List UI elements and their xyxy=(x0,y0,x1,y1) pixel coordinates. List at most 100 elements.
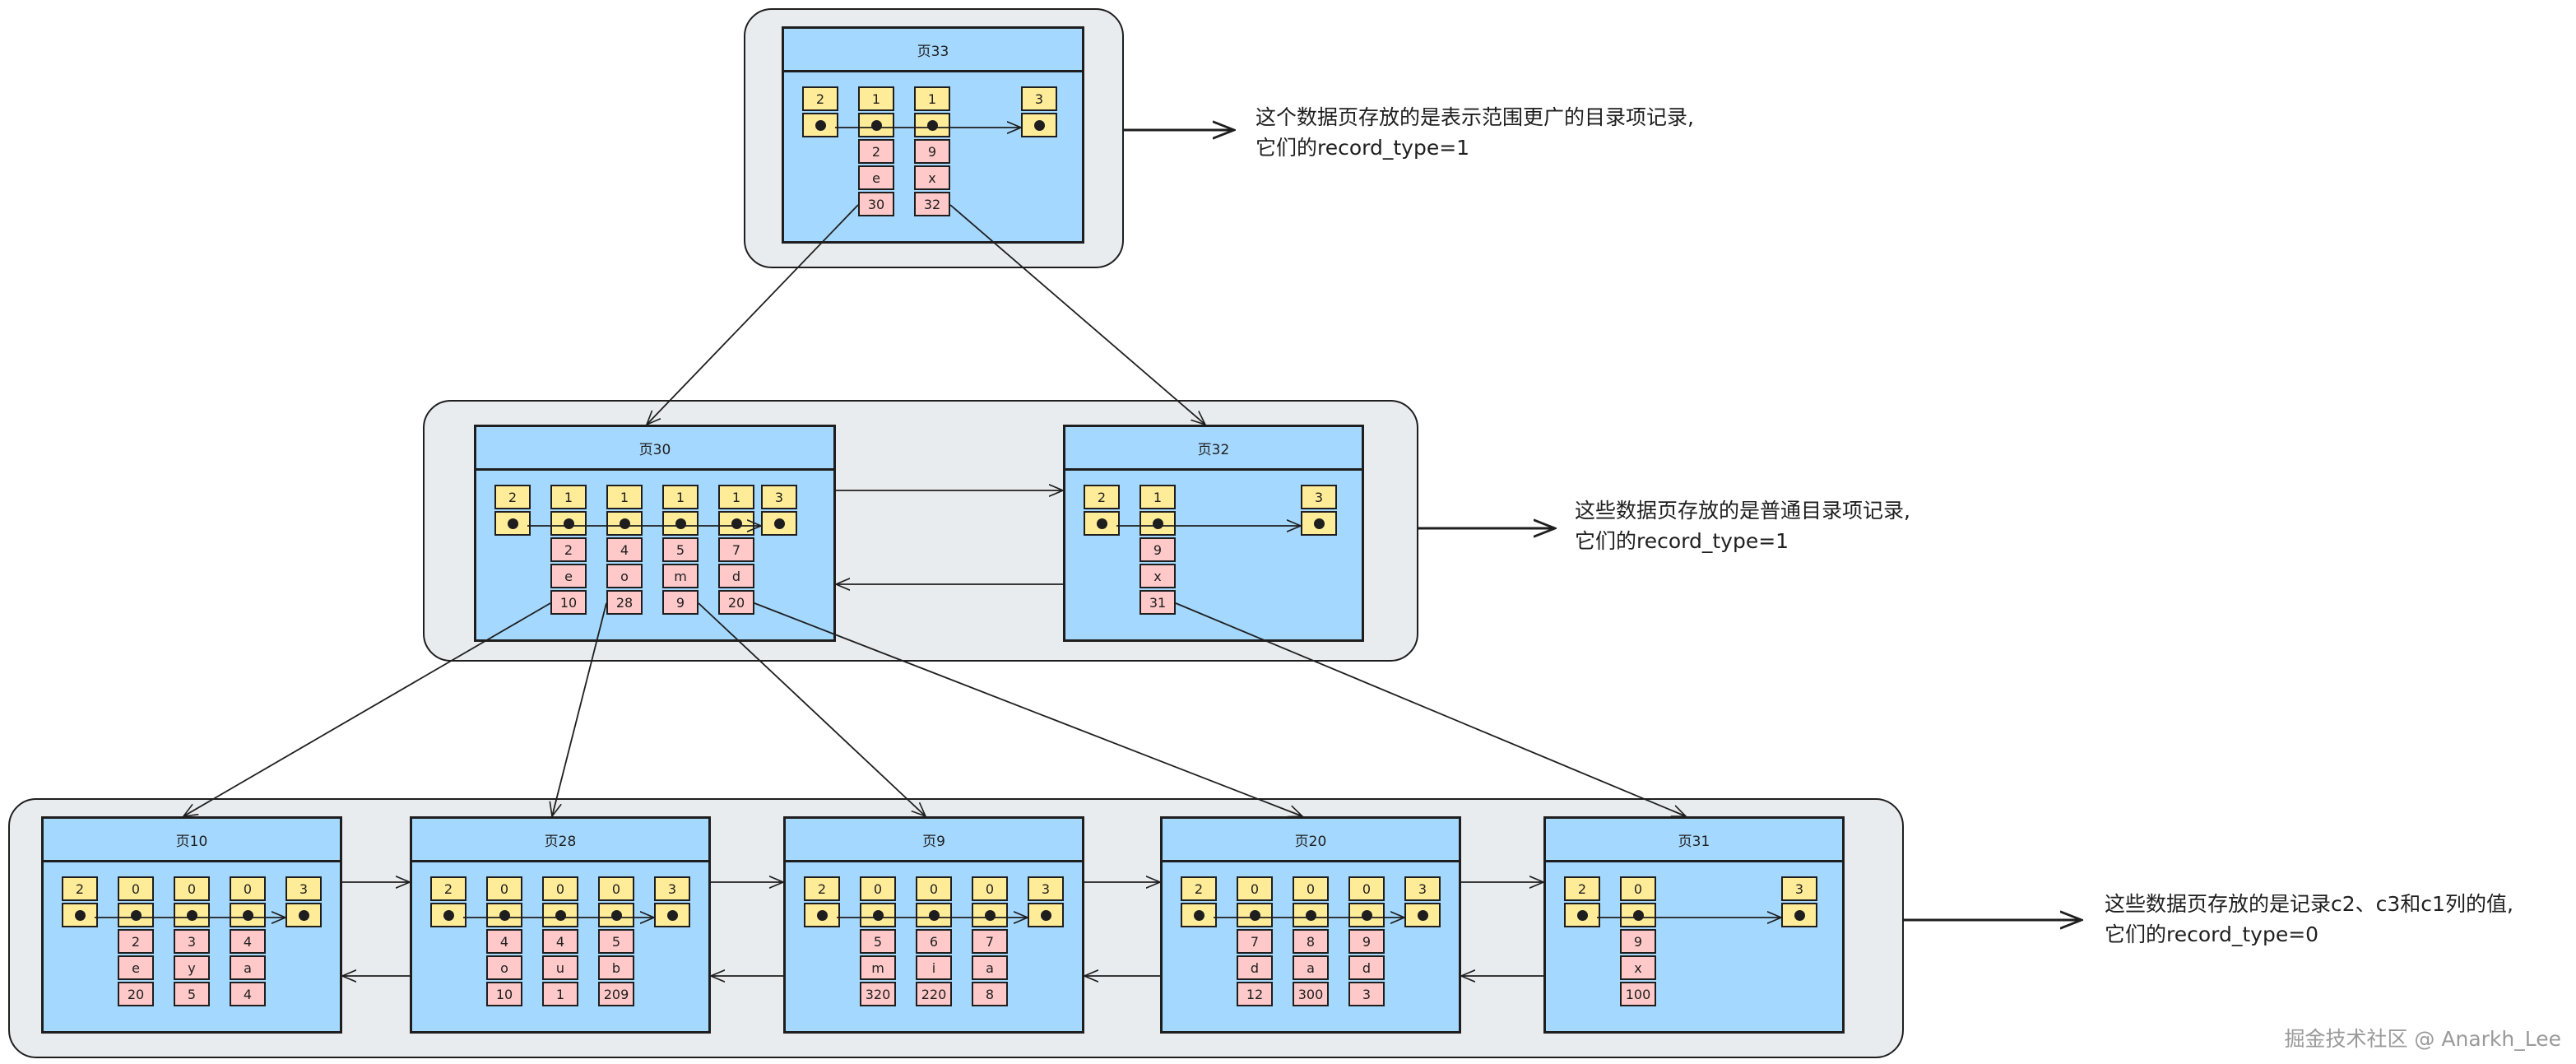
record-value-cell: 9 xyxy=(662,590,699,615)
pointer-dot-icon xyxy=(1152,518,1163,529)
record-value-cell: 2 xyxy=(550,537,587,562)
record-value-cell: 2 xyxy=(118,929,154,954)
record-value-cell: 320 xyxy=(860,982,896,1006)
pointer-dot-icon xyxy=(610,909,622,921)
record-value-cell: 31 xyxy=(1139,590,1176,615)
record-value-cell: i xyxy=(916,955,952,980)
record-type-cell: 1 xyxy=(858,86,894,111)
record-next-pointer-cell xyxy=(1293,903,1329,927)
supremum-next-pointer-cell xyxy=(1021,113,1057,137)
record-next-pointer-cell xyxy=(598,903,634,927)
infimum-next-pointer-cell xyxy=(62,903,98,927)
record-value-cell: 220 xyxy=(916,982,952,1006)
pointer-dot-icon xyxy=(1576,909,1588,921)
record-type-cell: 1 xyxy=(662,485,699,509)
pointer-dot-icon xyxy=(242,909,253,921)
infimum-type-cell: 2 xyxy=(802,86,838,111)
supremum-type-cell: 3 xyxy=(1404,876,1441,901)
pointer-dot-icon xyxy=(926,119,938,131)
pointer-dot-icon xyxy=(130,909,142,921)
record-value-cell: d xyxy=(718,564,754,588)
record-value-cell: e xyxy=(550,564,587,588)
record-value-cell: m xyxy=(662,564,699,588)
record-value-cell: 5 xyxy=(860,929,896,954)
infimum-type-cell: 2 xyxy=(1181,876,1217,901)
record-value-cell: x xyxy=(914,165,950,190)
page-title: 页31 xyxy=(1546,819,1842,862)
record-value-cell: 4 xyxy=(230,929,266,954)
supremum-type-cell: 3 xyxy=(654,876,690,901)
infimum-next-pointer-cell xyxy=(494,511,531,536)
record-next-pointer-cell xyxy=(550,511,587,536)
record-value-cell: 4 xyxy=(542,929,578,954)
internal-level-note-line-1: 这些数据页存放的是普通目录项记录, xyxy=(1575,499,1910,523)
record-value-cell: 10 xyxy=(486,982,522,1006)
page-title: 页20 xyxy=(1163,819,1459,862)
infimum-type-cell: 2 xyxy=(1084,485,1120,509)
record-value-cell: 6 xyxy=(916,929,952,954)
pointer-dot-icon xyxy=(731,518,742,529)
infimum-type-cell: 2 xyxy=(494,485,531,509)
record-type-cell: 0 xyxy=(1620,876,1656,901)
pointer-dot-icon xyxy=(1361,909,1372,921)
record-value-cell: 20 xyxy=(718,590,754,615)
record-value-cell: e xyxy=(118,955,154,980)
record-type-cell: 0 xyxy=(598,876,634,901)
record-value-cell: 3 xyxy=(174,929,210,954)
record-value-cell: 9 xyxy=(1348,929,1385,954)
record-next-pointer-cell xyxy=(1139,511,1176,536)
record-type-cell: 0 xyxy=(174,876,210,901)
record-next-pointer-cell xyxy=(542,903,578,927)
pointer-dot-icon xyxy=(928,909,940,921)
record-type-cell: 0 xyxy=(118,876,154,901)
record-next-pointer-cell xyxy=(860,903,896,927)
infimum-type-cell: 2 xyxy=(62,876,98,901)
record-value-cell: 10 xyxy=(550,590,587,615)
infimum-next-pointer-cell xyxy=(1181,903,1217,927)
leaf-level-note: 这些数据页存放的是记录c2、c3和c1列的值, 它们的record_type=0 xyxy=(2105,889,2513,950)
internal-level-note: 这些数据页存放的是普通目录项记录, 它们的record_type=1 xyxy=(1575,495,1910,556)
record-value-cell: 9 xyxy=(914,139,950,164)
root-level-note-line-2: 它们的record_type=1 xyxy=(1256,136,1470,160)
record-type-cell: 0 xyxy=(916,876,952,901)
record-next-pointer-cell xyxy=(1237,903,1273,927)
record-value-cell: 8 xyxy=(1293,929,1329,954)
record-value-cell: 1 xyxy=(542,982,578,1006)
record-value-cell: d xyxy=(1348,955,1385,980)
record-next-pointer-cell xyxy=(914,113,950,137)
record-value-cell: 5 xyxy=(174,982,210,1006)
record-value-cell: a xyxy=(1293,955,1329,980)
pointer-dot-icon xyxy=(1632,909,1644,921)
infimum-type-cell: 2 xyxy=(1564,876,1600,901)
record-value-cell: a xyxy=(972,955,1008,980)
record-value-cell: 209 xyxy=(598,982,634,1006)
record-value-cell: 3 xyxy=(1348,982,1385,1006)
pointer-dot-icon xyxy=(186,909,197,921)
record-type-cell: 0 xyxy=(860,876,896,901)
pointer-dot-icon xyxy=(1096,518,1107,529)
leaf-level-note-line-1: 这些数据页存放的是记录c2、c3和c1列的值, xyxy=(2105,892,2513,916)
infimum-next-pointer-cell xyxy=(1564,903,1600,927)
leaf-level-note-line-2: 它们的record_type=0 xyxy=(2105,922,2319,946)
record-value-cell: 30 xyxy=(858,192,894,216)
internal-level-note-line-2: 它们的record_type=1 xyxy=(1575,529,1789,553)
record-value-cell: 5 xyxy=(598,929,634,954)
record-next-pointer-cell xyxy=(1348,903,1385,927)
pointer-dot-icon xyxy=(1417,909,1428,921)
supremum-type-cell: 3 xyxy=(1781,876,1817,901)
pointer-dot-icon xyxy=(74,909,86,921)
pointer-dot-icon xyxy=(1313,518,1325,529)
supremum-next-pointer-cell xyxy=(761,511,797,536)
supremum-type-cell: 3 xyxy=(285,876,322,901)
pointer-dot-icon xyxy=(815,119,826,131)
pointer-dot-icon xyxy=(666,909,678,921)
record-value-cell: b xyxy=(598,955,634,980)
